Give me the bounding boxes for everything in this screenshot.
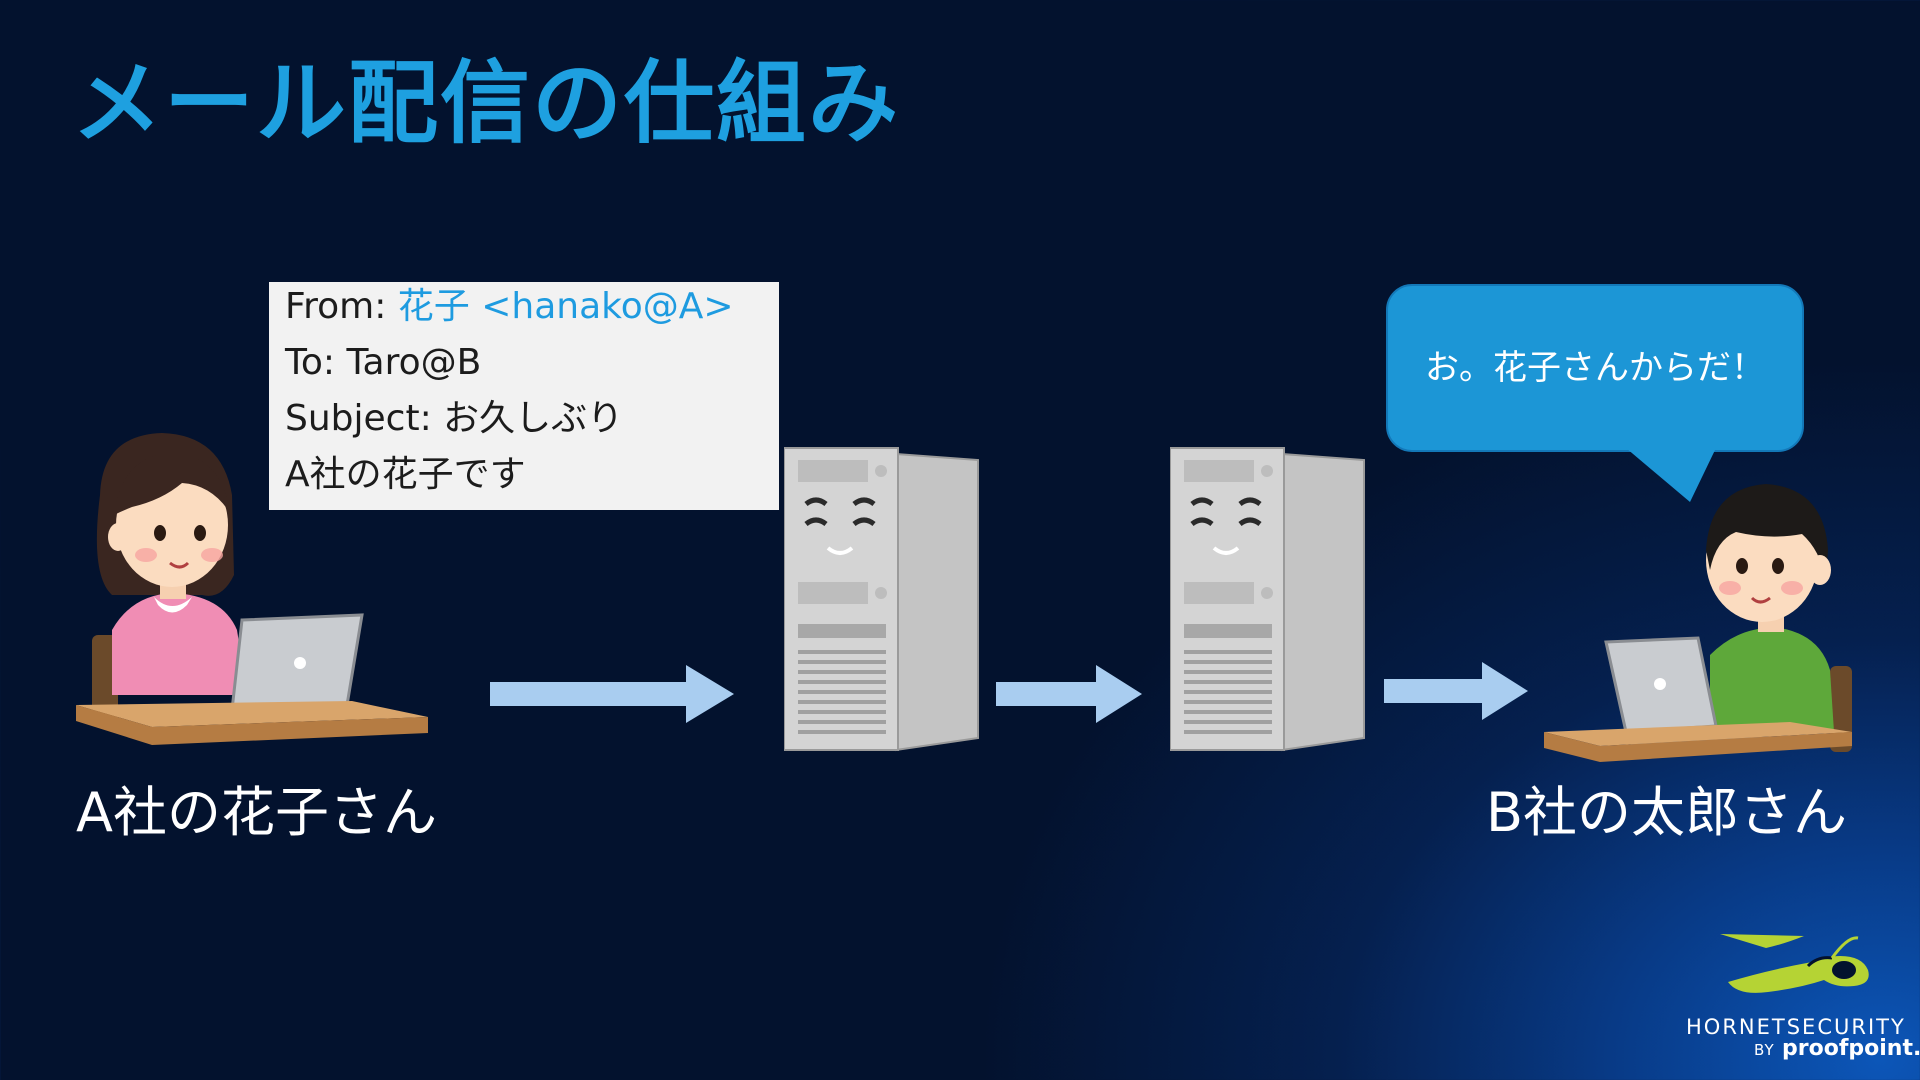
- email-from-value: 花子 <hanako@A>: [397, 286, 734, 327]
- logo-by: BY: [1754, 1041, 1775, 1059]
- speech-bubble: [1386, 284, 1804, 452]
- email-body-line: A社の花子です: [285, 454, 526, 495]
- logo-proofpoint: proofpoint.: [1782, 1036, 1920, 1061]
- arrow-icon-3: [1384, 662, 1528, 720]
- arrow-icon-1: [490, 665, 734, 723]
- speech-bubble-tail: [1626, 448, 1716, 502]
- arrow-icon-2: [996, 665, 1142, 723]
- page-title: メール配信の仕組み: [72, 51, 900, 156]
- mail-server-receiver-icon: [1170, 447, 1365, 752]
- sender-label: A社の花子さん: [76, 781, 437, 844]
- receiver-man-illustration: [1544, 484, 1852, 762]
- email-subject-value: お久しぶり: [443, 398, 624, 439]
- email-to-line: To: Taro@B: [285, 342, 482, 383]
- email-header-card: From: 花子 <hanako@A> To: Taro@B Subject: …: [269, 282, 779, 510]
- email-from-label: From:: [285, 286, 398, 327]
- email-subject-line: Subject: お久しぶり: [285, 394, 779, 450]
- email-from-line: From: 花子 <hanako@A>: [285, 282, 779, 338]
- receiver-label: B社の太郎さん: [1486, 781, 1848, 844]
- hornet-logo-icon: [1720, 934, 1869, 993]
- speech-bubble-text: お。花子さんからだ！: [1425, 348, 1765, 388]
- logo-wordmark: HORNETSECURITY: [1686, 1015, 1906, 1039]
- sender-woman-illustration: [76, 433, 428, 745]
- email-subject-label: Subject:: [285, 398, 444, 439]
- mail-server-sender-icon: [784, 447, 979, 752]
